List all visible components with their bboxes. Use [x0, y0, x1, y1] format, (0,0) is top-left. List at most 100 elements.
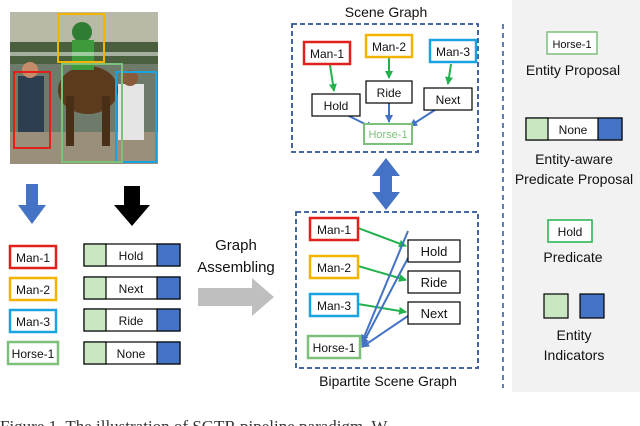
sg-node-man-1 — [302, 40, 352, 66]
sg-node-label: Man-3 — [436, 45, 470, 59]
entity-proposal-man-1 — [8, 244, 58, 270]
photo-illustration — [10, 12, 158, 164]
entity-proposal-label: Man-3 — [16, 315, 50, 329]
legend-indicator-green — [543, 293, 569, 319]
bp-node-label: Horse-1 — [313, 341, 356, 355]
bp-node-label: Man-2 — [317, 261, 351, 275]
legend-entity-indicators-label-2: Indicators — [544, 347, 605, 363]
predicate-proposal-label: None — [117, 347, 146, 361]
predicate-proposal-label: Hold — [119, 249, 144, 263]
predicate-proposal-none: None — [83, 341, 181, 365]
bp-node-label: Man-3 — [317, 299, 351, 313]
bp-node-ride — [407, 270, 461, 294]
legend-entity-indicators-label-1: Entity — [556, 327, 591, 343]
graph-assembling-label-1: Graph — [215, 237, 257, 254]
graph-assembling-label-2: Assembling — [197, 259, 275, 276]
bp-node-next — [407, 301, 461, 325]
bp-node-label: Hold — [421, 244, 448, 259]
bp-node-man-3 — [308, 292, 360, 318]
sg-node-label: Horse-1 — [368, 129, 407, 141]
legend-predicate-box — [547, 219, 593, 243]
legend-entity-proposal-box-label: Horse-1 — [552, 39, 591, 51]
bp-edge-man2-ride — [357, 265, 407, 282]
bipartite-edges — [357, 227, 409, 348]
bp-edge-man1-hold — [357, 227, 407, 248]
bp-edge-ride-horse — [361, 257, 409, 346]
bp-edge-hold-horse — [360, 230, 409, 343]
legend-entity-proposal-label: Entity Proposal — [526, 62, 620, 78]
sg-node-label: Next — [436, 93, 461, 107]
bp-node-horse-1 — [306, 334, 362, 360]
sg-node-man-3 — [428, 38, 478, 64]
sg-node-next — [423, 87, 473, 111]
entity-proposal-man-3 — [8, 308, 58, 334]
entity-proposals-column: Man-1 Man-2 Man-3 Horse-1 — [6, 244, 60, 366]
bp-node-label: Next — [421, 306, 448, 321]
legend-panel — [512, 0, 640, 392]
sg-node-label: Man-2 — [372, 40, 406, 54]
bbox-man-3 — [115, 71, 157, 163]
entity-indicator-blue — [156, 276, 181, 300]
bp-node-label: Ride — [421, 275, 448, 290]
double-vertical-arrow — [372, 158, 400, 210]
bipartite-graph-title: Bipartite Scene Graph — [319, 373, 457, 389]
predicate-proposal-label: Next — [119, 282, 144, 296]
predicate-proposals-column: Hold Next Ride None — [83, 243, 181, 365]
legend-predicate-proposal-label-1: Entity-aware — [535, 151, 613, 167]
bp-node-hold — [407, 239, 461, 263]
bbox-man-1 — [13, 71, 51, 149]
entity-indicator-blue — [156, 341, 181, 365]
legend: Horse-1 Entity Proposal None Entity-awar… — [515, 31, 633, 363]
entity-indicator-green — [83, 341, 107, 365]
predicate-proposal-next: Next — [83, 276, 181, 300]
bipartite-nodes: Man-1 Man-2 Man-3 Horse-1 Hold Ride Next — [306, 216, 461, 360]
entity-indicator-green — [83, 308, 107, 332]
scene-graph-nodes: Man-1 Man-2 Man-3 Hold Ride Next Horse-1 — [302, 33, 478, 145]
sg-node-label: Ride — [377, 86, 402, 100]
entity-indicator-blue — [156, 308, 181, 332]
photo-bounding-boxes — [13, 13, 157, 163]
legend-predicate-proposal: None — [525, 117, 623, 141]
legend-indicator-blue — [579, 293, 605, 319]
bp-node-label: Man-1 — [317, 223, 351, 237]
blue-down-arrow — [18, 184, 46, 224]
legend-predicate-proposal-label-2: Predicate Proposal — [515, 171, 633, 187]
sg-node-label: Man-1 — [310, 47, 344, 61]
entity-proposal-label: Man-1 — [16, 251, 50, 265]
sg-node-label: Hold — [324, 99, 349, 113]
sg-node-horse-1 — [363, 123, 413, 145]
figure-caption: Figure 1. The illustration of SGTR pipel… — [0, 417, 388, 426]
scene-photo — [10, 12, 158, 164]
legend-entity-proposal-box — [546, 31, 598, 55]
sg-node-hold — [311, 93, 361, 117]
entity-proposal-label: Horse-1 — [12, 347, 55, 361]
bp-edge-next-horse — [361, 315, 409, 348]
bbox-horse-1 — [61, 63, 123, 163]
entity-proposal-man-2 — [8, 276, 58, 302]
black-down-arrow — [114, 186, 150, 226]
bp-node-man-1 — [308, 216, 360, 242]
legend-predicate-proposal-box-label: None — [559, 123, 588, 137]
predicate-proposal-hold: Hold — [83, 243, 181, 267]
legend-predicate-box-label: Hold — [558, 225, 583, 239]
scene-graph-box — [291, 23, 479, 153]
sg-node-ride — [365, 80, 413, 104]
entity-indicator-green — [83, 276, 107, 300]
entity-proposal-horse-1 — [6, 340, 60, 366]
edge-man1-hold — [328, 64, 337, 92]
legend-predicate-label: Predicate — [543, 249, 602, 265]
entity-indicator-green — [83, 243, 107, 267]
predicate-proposal-label: Ride — [119, 314, 144, 328]
bbox-man-2 — [57, 13, 105, 63]
sg-node-man-2 — [364, 33, 414, 59]
edge-man3-next — [445, 63, 453, 85]
gray-right-arrow — [198, 278, 274, 316]
scene-graph-title: Scene Graph — [345, 4, 428, 20]
bp-node-man-2 — [308, 254, 360, 280]
edge-next-horse — [409, 107, 439, 127]
predicate-proposal-ride: Ride — [83, 308, 181, 332]
entity-proposal-label: Man-2 — [16, 283, 50, 297]
entity-indicator-blue — [156, 243, 181, 267]
bipartite-graph-box — [295, 211, 479, 369]
